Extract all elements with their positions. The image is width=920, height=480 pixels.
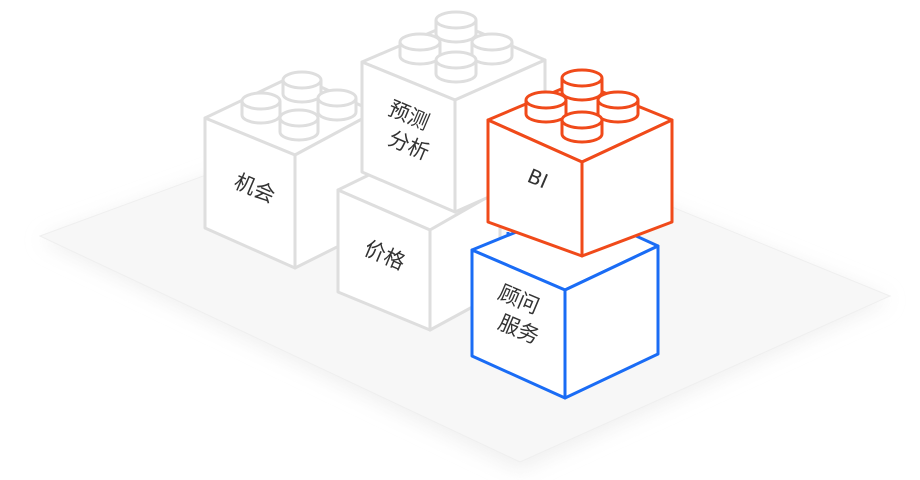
block-studs xyxy=(524,68,640,144)
block-studs xyxy=(240,70,358,142)
block-bi xyxy=(486,68,674,258)
block-studs xyxy=(398,10,514,84)
block-yuce xyxy=(360,10,547,214)
block-jihui xyxy=(203,70,377,270)
